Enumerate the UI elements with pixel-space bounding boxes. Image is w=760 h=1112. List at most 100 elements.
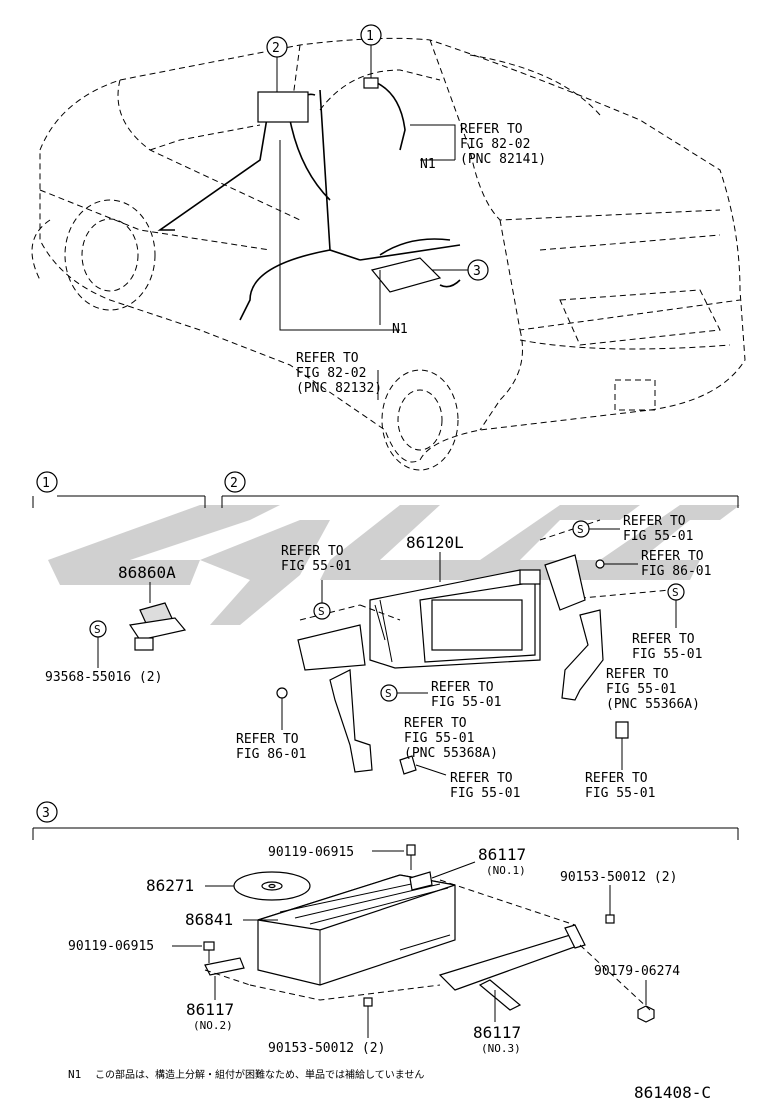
part-93568-55016-label: 93568-55016 (2) [45, 670, 162, 685]
svg-text:1: 1 [42, 476, 50, 491]
part-86860A-label: 86860A [118, 563, 176, 582]
right-bracket [544, 554, 604, 701]
callout-2: 2 [266, 36, 288, 92]
part-86117-no1-bracket [409, 871, 433, 891]
ref-right-mid-55-01: REFER TO FIG 55-01 [632, 632, 702, 662]
svg-text:FIG 55-01: FIG 55-01 [450, 786, 520, 801]
section-3-header: 3 [32, 801, 739, 840]
svg-text:S: S [577, 523, 584, 536]
n1-label-top: N1 [420, 157, 436, 172]
svg-text:2: 2 [230, 476, 238, 491]
ref-left-86-01: REFER TO FIG 86-01 [236, 732, 306, 762]
svg-text:(PNC 82132): (PNC 82132) [296, 381, 382, 396]
watermark-logo [48, 505, 740, 625]
svg-text:FIG 82-02: FIG 82-02 [460, 137, 530, 152]
part-90179-06274-label: 90179-06274 [594, 964, 680, 979]
svg-text:FIG 55-01: FIG 55-01 [585, 786, 655, 801]
svg-text:S: S [385, 687, 392, 700]
s-mark: S [572, 520, 620, 538]
svg-text:REFER TO: REFER TO [623, 514, 686, 529]
part-86117-no3-label: 86117 [473, 1023, 521, 1042]
ref-center-bottom-55-01: REFER TO FIG 55-01 [450, 771, 520, 801]
svg-text:FIG 55-01: FIG 55-01 [623, 529, 693, 544]
svg-text:FIG 86-01: FIG 86-01 [641, 564, 711, 579]
ref-right-pnc-55366A: REFER TO FIG 55-01 (PNC 55366A) [606, 667, 700, 712]
ref-center-pnc-55368A: REFER TO FIG 55-01 (PNC 55368A) [404, 716, 498, 761]
s-mark: S [380, 684, 428, 702]
ref-center-55-01: REFER TO FIG 55-01 [431, 680, 501, 710]
part-86117-no1-label: 86117 [478, 845, 526, 864]
ref-fig-82-02-pnc-82141: REFER TO FIG 82-02 (PNC 82141) [460, 122, 546, 167]
bolt-icon [276, 687, 288, 730]
ref-right-bottom-55-01: REFER TO FIG 55-01 [585, 771, 655, 801]
svg-text:REFER TO: REFER TO [404, 716, 467, 731]
part-86271-disc [233, 871, 311, 901]
part-86117-no2-label: 86117 [186, 1000, 234, 1019]
part-86117-no3-qualifier: (NO.3) [481, 1042, 521, 1055]
svg-text:FIG 55-01: FIG 55-01 [431, 695, 501, 710]
s-mark-sec1: S [89, 620, 107, 668]
ref-right-top-86-01: REFER TO FIG 86-01 [641, 549, 711, 579]
svg-text:REFER TO: REFER TO [585, 771, 648, 786]
svg-text:REFER TO: REFER TO [460, 122, 523, 137]
part-86120L-label: 86120L [406, 533, 464, 552]
n1-label-bottom: N1 [392, 322, 408, 337]
part-86117-no3-bracket [438, 924, 586, 1011]
part-86120L-navigation-unit [369, 569, 541, 669]
vehicle-overview-drawing [31, 37, 746, 471]
svg-text:REFER TO: REFER TO [606, 667, 669, 682]
nut-icon [637, 1005, 655, 1023]
part-86117-no2-qualifier: (NO.2) [193, 1019, 233, 1032]
s-mark: S [313, 580, 331, 620]
part-86117-no2-bracket [204, 957, 245, 976]
part-90119-06915-top-label: 90119-06915 [268, 845, 354, 860]
screw-icon [605, 914, 615, 924]
svg-text:(PNC 55366A): (PNC 55366A) [606, 697, 700, 712]
svg-text:FIG 82-02: FIG 82-02 [296, 366, 366, 381]
svg-text:S: S [94, 623, 101, 636]
part-90153-50012-right-label: 90153-50012 (2) [560, 870, 677, 885]
svg-text:S: S [318, 605, 325, 618]
screw-icon [203, 941, 215, 963]
screw-icon [406, 844, 416, 870]
bolt-icon [399, 755, 447, 776]
svg-text:REFER TO: REFER TO [236, 732, 299, 747]
ref-fig-82-02-pnc-82132: REFER TO FIG 82-02 (PNC 82132) [296, 351, 382, 396]
svg-text:FIG 55-01: FIG 55-01 [632, 647, 702, 662]
svg-text:FIG 55-01: FIG 55-01 [281, 559, 351, 574]
svg-text:2: 2 [272, 41, 280, 56]
svg-text:3: 3 [42, 806, 50, 821]
svg-text:REFER TO: REFER TO [641, 549, 704, 564]
part-90153-50012-bottom-label: 90153-50012 (2) [268, 1041, 385, 1056]
ref-left-top-55-01: REFER TO FIG 55-01 [281, 544, 351, 574]
figure-id: 861408-C [634, 1083, 711, 1102]
svg-text:3: 3 [473, 264, 481, 279]
section-2-header: 2 [221, 471, 739, 508]
svg-text:(PNC 82141): (PNC 82141) [460, 152, 546, 167]
svg-text:REFER TO: REFER TO [450, 771, 513, 786]
svg-text:REFER TO: REFER TO [632, 632, 695, 647]
svg-text:FIG 86-01: FIG 86-01 [236, 747, 306, 762]
ref-right-top-55-01: REFER TO FIG 55-01 [623, 514, 693, 544]
svg-text:REFER TO: REFER TO [281, 544, 344, 559]
part-86841-label: 86841 [185, 910, 233, 929]
callout-1: 1 [360, 24, 382, 78]
callout-3: 3 [432, 259, 489, 281]
svg-text:FIG 55-01: FIG 55-01 [404, 731, 474, 746]
s-mark: S [667, 583, 685, 628]
svg-text:1: 1 [366, 29, 374, 44]
left-bracket [297, 624, 373, 773]
footnote-mark: N1 [68, 1068, 81, 1081]
svg-text:REFER TO: REFER TO [296, 351, 359, 366]
part-86841-changer [257, 874, 456, 986]
footnote-text: この部品は、構造上分解・組付が困難なため、単品では補給していません [95, 1068, 424, 1081]
part-90119-06915-left-label: 90119-06915 [68, 939, 154, 954]
part-86117-no1-qualifier: (NO.1) [486, 864, 526, 877]
part-86860A-sensor [128, 602, 187, 651]
svg-text:S: S [672, 586, 679, 599]
svg-text:REFER TO: REFER TO [431, 680, 494, 695]
screw-icon [363, 997, 373, 1007]
svg-text:FIG 55-01: FIG 55-01 [606, 682, 676, 697]
